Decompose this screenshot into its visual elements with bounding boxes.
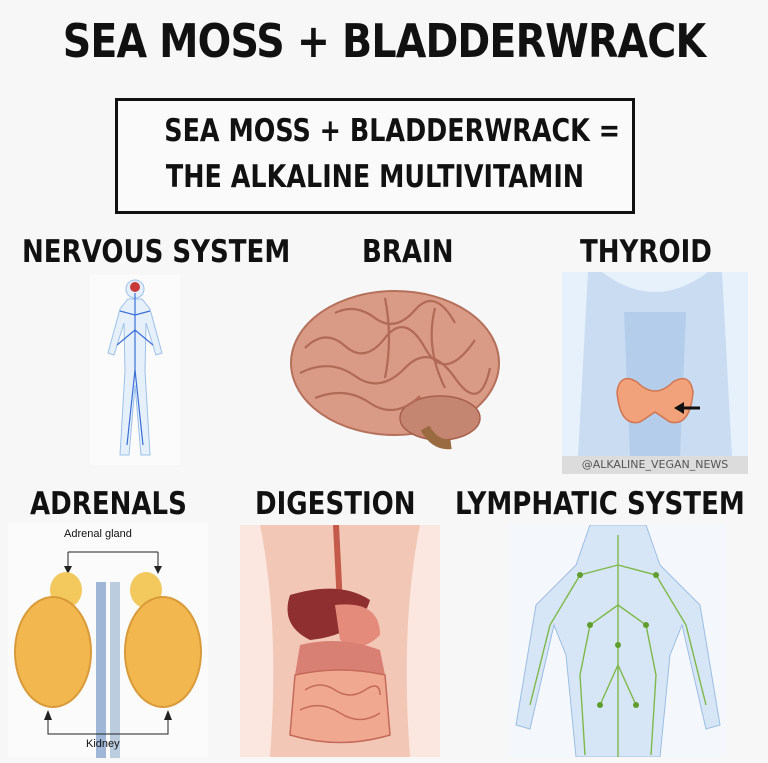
label-nervous-system: NERVOUS SYSTEM [22,234,291,270]
headline-box: SEA MOSS + BLADDERWRACK = THE ALKALINE M… [115,98,635,214]
label-thyroid: THYROID [580,234,712,270]
label-brain: BRAIN [362,234,454,270]
nervous-system-illustration [90,275,180,465]
headline-line-2: THE ALKALINE MULTIVITAMIN [165,159,585,195]
lymphatic-system-illustration [510,525,726,757]
thyroid-illustration [562,272,748,456]
credit-watermark: @ALKALINE_VEGAN_NEWS [562,456,748,474]
page-title: SEA MOSS + BLADDERWRACK [62,14,706,68]
brain-illustration [290,290,500,450]
label-adrenals: ADRENALS [30,486,187,522]
label-digestion: DIGESTION [255,486,416,522]
adrenals-illustration: Adrenal gland Kidney [8,522,208,758]
headline-line-1: SEA MOSS + BLADDERWRACK = [164,113,621,149]
digestion-illustration [240,525,440,757]
annotation-kidney: Kidney [86,738,120,750]
annotation-adrenal-gland: Adrenal gland [64,528,132,540]
label-lymphatic-system: LYMPHATIC SYSTEM [455,486,745,522]
